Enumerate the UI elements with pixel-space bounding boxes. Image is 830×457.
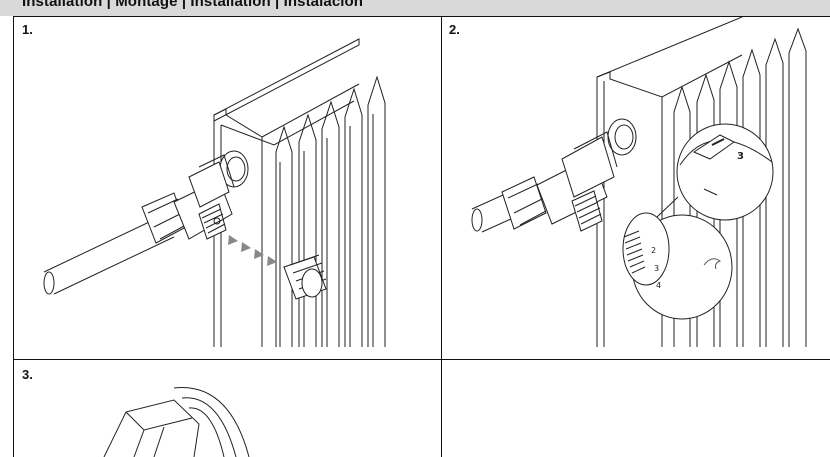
grid-row-divider [13, 359, 830, 360]
valve-closeup-icon [14, 360, 441, 457]
step-2-label: 2. [449, 22, 460, 37]
svg-text:4: 4 [656, 281, 661, 290]
step-1-label: 1. [22, 22, 33, 37]
grid-center-divider [441, 16, 442, 457]
svg-text:3: 3 [654, 264, 659, 273]
grid-left-border [13, 16, 14, 457]
section-title: Installation | Montage | Installation | … [22, 0, 364, 10]
section-header: Installation | Montage | Installation | … [0, 0, 830, 16]
valve-and-adapter-icon [14, 17, 441, 359]
svg-text:3: 3 [737, 151, 744, 162]
grid-top-border [13, 16, 830, 17]
step-3-label: 3. [22, 367, 33, 382]
thermostatic-head-mounting-icon: 2 3 4 3 [442, 17, 830, 359]
svg-text:2: 2 [651, 246, 656, 255]
